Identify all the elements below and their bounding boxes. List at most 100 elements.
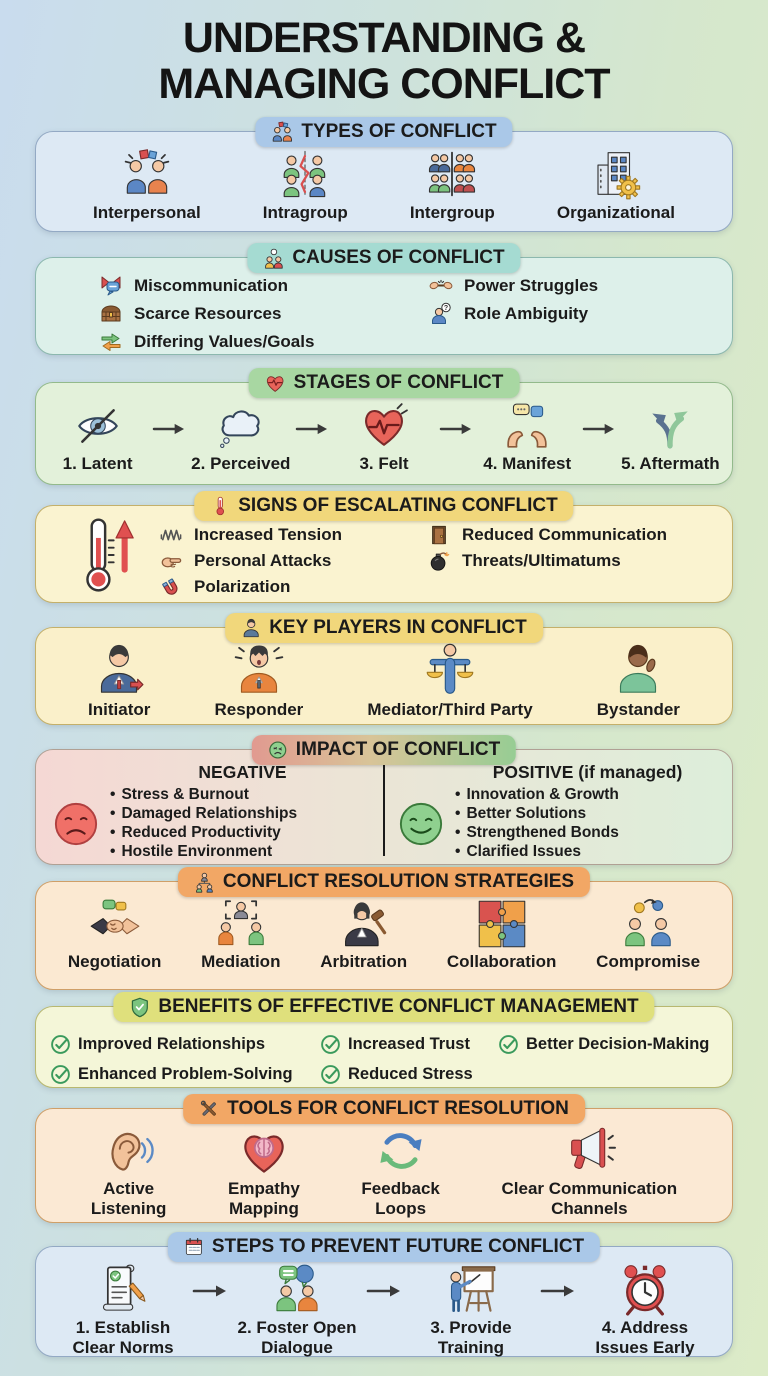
stage-item-perceived: 2. Perceived <box>185 401 296 474</box>
check-circle-icon <box>51 1065 70 1084</box>
cause-item: ? Role Ambiguity <box>428 302 598 326</box>
section-signs-of-escalating-conflict: SIGNS OF ESCALATING CONFLICT <box>35 491 733 603</box>
step-label: 3. Provide Training <box>430 1318 511 1357</box>
step-label-line1: 1. Establish <box>75 1318 171 1337</box>
strategy-item-mediation: Mediation <box>201 898 280 972</box>
type-item-interpersonal: Interpersonal <box>93 147 201 223</box>
page-title: UNDERSTANDING & MANAGING CONFLICT <box>0 15 768 107</box>
judge-gavel-icon <box>344 902 386 947</box>
step-label-line1: 3. Provide <box>430 1318 512 1337</box>
dialogue-people-icon <box>276 1264 318 1312</box>
stage-label: 1. Latent <box>62 454 133 473</box>
arrow-right-icon <box>540 1285 574 1297</box>
players-header-pill: KEY PLAYERS IN CONFLICT <box>225 613 543 643</box>
tool-label-line2: Mapping <box>228 1198 299 1218</box>
section-causes-of-conflict: CAUSES OF CONFLICT Miscommunication <box>35 243 733 355</box>
strategies-header-pill: CONFLICT RESOLUTION STRATEGIES <box>177 867 591 897</box>
mini-crossed-tools-icon <box>200 1100 216 1116</box>
hidden-eye-icon <box>77 409 118 443</box>
exchange-people-icon <box>625 899 671 947</box>
sign-label: Threats/Ultimatums <box>462 551 621 570</box>
person-question-icon: ? <box>432 302 451 324</box>
sign-label: Reduced Communication <box>462 525 667 544</box>
causes-left-column: Miscommunication Scarce Resources <box>98 274 428 354</box>
section-types-of-conflict: TYPES OF CONFLICT Interpersonal <box>35 117 733 232</box>
megaphone-icon <box>571 1127 617 1169</box>
mini-sad-face-icon <box>269 741 287 759</box>
step-label: 2. Foster Open Dialogue <box>237 1318 356 1357</box>
types-header-label: TYPES OF CONFLICT <box>301 121 497 142</box>
section-stages-of-conflict: STAGES OF CONFLICT 1. Latent <box>35 368 733 485</box>
stages-flow-row: 1. Latent 2. Perceived <box>36 383 732 474</box>
players-items-row: Initiator Responder <box>36 628 732 720</box>
players-header-label: KEY PLAYERS IN CONFLICT <box>269 617 527 638</box>
cause-item: Scarce Resources <box>98 302 428 326</box>
mediation-people-icon <box>218 900 264 946</box>
handshake-icon <box>90 899 139 935</box>
mini-argument-icon <box>272 121 292 142</box>
type-item-intergroup: Intergroup <box>410 147 495 223</box>
player-item-responder: Responder <box>214 642 303 720</box>
stage-item-latent: 1. Latent <box>42 401 153 474</box>
tool-label-line1: Active <box>103 1179 155 1198</box>
signs-left-column: Increased Tension Personal Attacks <box>158 524 426 598</box>
player-label: Bystander <box>596 700 680 719</box>
sign-label: Increased Tension <box>194 525 343 544</box>
mini-heart-pulse-icon <box>266 375 284 392</box>
benefit-label: Reduced Stress <box>348 1065 473 1083</box>
tools-header-pill: TOOLS FOR CONFLICT RESOLUTION <box>183 1094 585 1124</box>
tool-label: Active Listening <box>91 1179 167 1218</box>
pointing-finger-icon <box>161 557 182 568</box>
balance-person-icon <box>426 643 474 694</box>
tool-label-line2: Channels <box>551 1198 628 1218</box>
arrow-right-icon <box>192 1285 226 1297</box>
cause-label: Power Struggles <box>464 276 599 295</box>
negative-item: Damaged Relationships <box>110 805 375 824</box>
section-conflict-resolution-strategies: CONFLICT RESOLUTION STRATEGIES Negotiati… <box>35 867 733 990</box>
sign-label: Personal Attacks <box>194 551 332 570</box>
signs-header-label: SIGNS OF ESCALATING CONFLICT <box>238 495 558 516</box>
stages-header-label: STAGES OF CONFLICT <box>293 372 504 393</box>
tool-label-line2: Listening <box>90 1198 167 1218</box>
thought-cloud-icon <box>219 410 260 448</box>
strategy-label: Compromise <box>596 952 701 971</box>
strategy-label: Arbitration <box>320 952 408 971</box>
tool-label-line1: Clear Communication <box>501 1179 678 1198</box>
mini-people-bubble-icon <box>265 248 283 269</box>
strategy-item-arbitration: Arbitration <box>320 898 407 972</box>
sign-item: Increased Tension <box>158 524 426 546</box>
two-groups-divided-icon <box>429 151 476 197</box>
puzzle-pieces-icon <box>478 900 525 948</box>
benefit-label: Better Decision-Making <box>526 1035 710 1053</box>
stages-header-pill: STAGES OF CONFLICT <box>248 368 520 398</box>
benefits-row-1: Improved Relationships Increased Trust B… <box>50 1034 732 1055</box>
rising-thermometer-icon <box>86 518 134 592</box>
mini-person-icon <box>243 618 259 638</box>
tool-label-line1: Feedback <box>361 1179 440 1198</box>
type-label: Intergroup <box>409 203 495 222</box>
sign-label: Polarization <box>194 577 291 596</box>
signs-right-column: Reduced Communication Threats/Ultimatums <box>426 524 667 598</box>
mini-calendar-icon <box>185 1238 202 1255</box>
impact-header-label: IMPACT OF CONFLICT <box>295 739 501 760</box>
strategy-label: Negotiation <box>67 952 162 971</box>
stage-label: 5. Aftermath <box>621 454 720 473</box>
signs-columns: Increased Tension Personal Attacks <box>158 516 716 598</box>
negative-title: NEGATIVE <box>198 762 287 782</box>
step-label-line1: 4. Address <box>601 1318 689 1337</box>
player-item-initiator: Initiator <box>88 642 150 720</box>
heart-pulse-icon <box>365 403 408 446</box>
cause-item: Power Struggles <box>428 274 598 298</box>
benefit-label: Increased Trust <box>348 1035 470 1053</box>
step-item-provide-training: 3. Provide Training <box>401 1263 541 1357</box>
stage-label: 4. Manifest <box>483 454 572 473</box>
signs-header-pill: SIGNS OF ESCALATING CONFLICT <box>194 491 574 521</box>
benefit-item: Enhanced Problem-Solving <box>50 1064 320 1085</box>
broken-speech-icon <box>101 276 121 296</box>
types-items-row: Interpersonal Intragroup <box>36 132 732 223</box>
alarm-clock-icon <box>624 1265 666 1316</box>
ear-icon <box>111 1132 154 1171</box>
step-label-line2: Training <box>437 1337 505 1357</box>
two-people-arguing-icon <box>124 149 170 194</box>
